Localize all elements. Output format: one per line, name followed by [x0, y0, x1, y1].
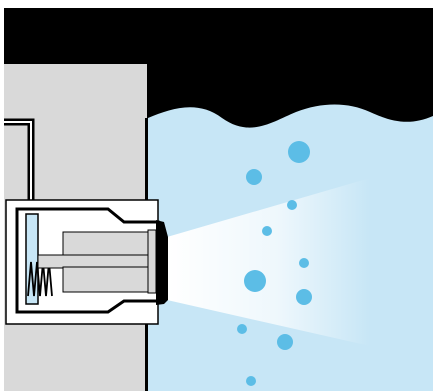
transducer-rod: [37, 254, 157, 269]
bubble-icon: [246, 376, 256, 386]
bubbles: [237, 141, 312, 386]
bubble-icon: [237, 324, 247, 334]
bubble-icon: [246, 169, 262, 185]
sensor-lens: [156, 220, 168, 305]
bubble-icon: [244, 270, 266, 292]
bubble-icon: [288, 141, 310, 163]
spring-icon: [27, 261, 53, 297]
bubble-icon: [299, 258, 309, 268]
transducer-lower: [62, 266, 158, 293]
transducer-upper: [62, 231, 158, 257]
bubble-icon: [287, 200, 297, 210]
sensor-cable-core: [4, 121, 32, 212]
bubble-icon: [296, 289, 312, 305]
transducer-face: [147, 229, 157, 294]
ultrasonic-beam: [167, 178, 370, 346]
bubble-icon: [262, 226, 272, 236]
bubble-icon: [277, 334, 293, 350]
